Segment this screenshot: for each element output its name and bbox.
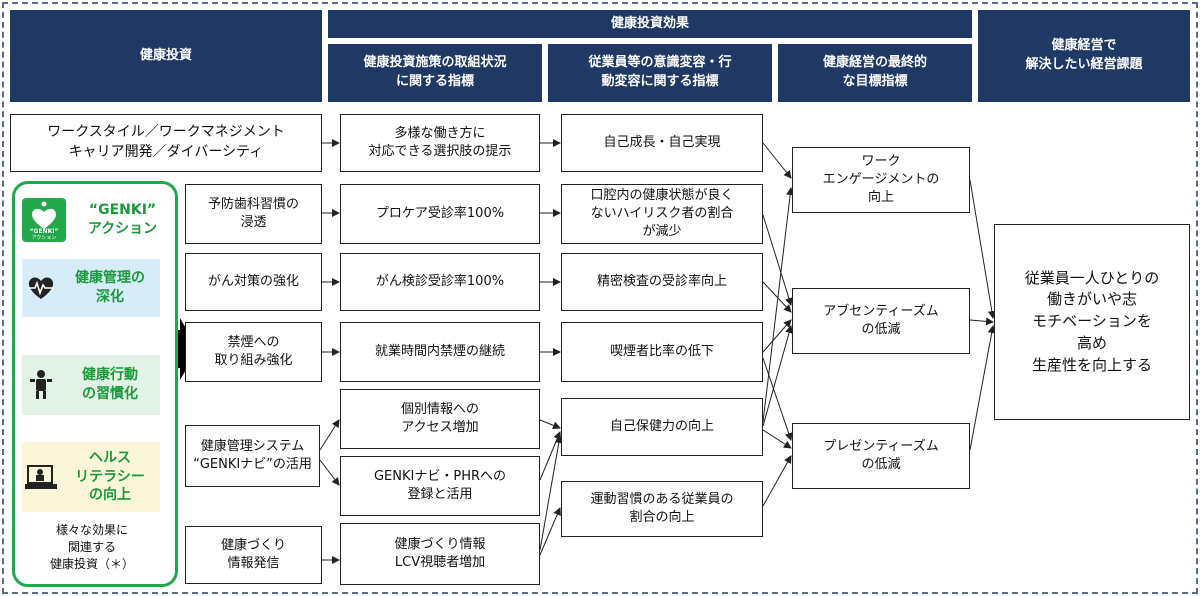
- box-info-access: 個別情報への アクセス増加: [340, 389, 540, 449]
- arrow-smokers-presenteeism: [762, 357, 793, 441]
- arrow-navi-access: [319, 419, 340, 451]
- arrow-lcv-selfcare: [539, 435, 563, 551]
- category-health-literacy-label: ヘルス リテラシー の向上: [75, 449, 145, 504]
- box-workstyle: ワークスタイル／ワークマネジメント キャリア開発／ダイバーシティ: [10, 114, 322, 172]
- box-self-growth: 自己成長・自己実現: [561, 114, 763, 172]
- box-exercise-habit: 運動習慣のある従業員の 割合の向上: [561, 481, 763, 537]
- header-business-issue: 健康経営で 解決したい経営課題: [978, 10, 1190, 102]
- box-presenteeism: プレゼンティーズム の低減: [792, 423, 970, 489]
- category-health-management: 健康管理の 深化: [22, 259, 160, 317]
- box-genki-navi: 健康管理システム “GENKIナビ”の活用: [185, 425, 320, 487]
- box-smoking: 禁煙への 取り組み強化: [185, 322, 322, 382]
- box-cancer: がん対策の強化: [185, 253, 322, 311]
- header-investment: 健康投資: [10, 10, 322, 102]
- box-oral-risk: 口腔内の健康状態が良く ないハイリスク者の割合 が減少: [561, 184, 763, 244]
- genki-logo-text: “GENKI”: [29, 228, 59, 235]
- header-awareness: 従業員等の意識変容・行 動変容に関する指標: [548, 44, 772, 102]
- arrow-presenteeism-goal: [969, 325, 996, 451]
- laptop-person-icon: [22, 462, 60, 492]
- box-phr-registration: GENKIナビ・PHRへの 登録と活用: [340, 456, 540, 516]
- box-detailed-exam: 精密検査の受診率向上: [561, 253, 763, 311]
- box-info-distribution: 健康づくり 情報発信: [185, 526, 322, 584]
- category-health-management-label: 健康管理の 深化: [75, 270, 145, 305]
- header-effects: 健康投資効果: [328, 10, 972, 38]
- arrow-navi-phr: [319, 459, 340, 486]
- arrow-growth-engagement: [762, 142, 792, 179]
- arrow-selfcare-engagement: [762, 187, 795, 423]
- arrow-lcv-exercise: [539, 507, 561, 556]
- arrow-selfcare-presenteeism: [762, 429, 792, 449]
- box-smoker-ratio: 喫煙者比率の低下: [561, 322, 763, 382]
- arrow-exercise-presenteeism: [762, 455, 792, 507]
- arrow-access-selfcare: [539, 419, 561, 430]
- category-health-literacy: ヘルス リテラシー の向上: [22, 442, 160, 512]
- box-work-engagement: ワーク エンゲージメントの 向上: [792, 147, 970, 213]
- heart-pulse-icon: [22, 275, 60, 301]
- box-screening-rate: がん検診受診率100%: [340, 253, 540, 311]
- arrow-smokers-absenteeism: [762, 319, 792, 353]
- box-no-smoking: 就業時間内禁煙の継続: [340, 322, 540, 382]
- arrow-engagement-goal: [969, 179, 996, 319]
- box-dental: 予防歯科習慣の 浸透: [185, 184, 322, 244]
- box-work-options: 多様な働き方に 対応できる選択肢の提示: [340, 114, 540, 172]
- category-health-habits-label: 健康行動 の習慣化: [82, 367, 138, 402]
- arrow-oral-absenteeism: [762, 214, 793, 306]
- header-initiatives: 健康投資施策の取組状況 に関する指標: [328, 44, 542, 102]
- arrow-selfcare-absenteeism: [762, 325, 793, 427]
- arrow-detailed-absenteeism: [762, 281, 792, 313]
- arrow-phr-selfcare: [539, 431, 561, 481]
- genki-logo: “GENKI” アクション: [22, 198, 66, 242]
- header-final-target: 健康経営の最終的 な目標指標: [778, 44, 972, 102]
- category-health-habits: 健康行動 の習慣化: [22, 355, 160, 415]
- genki-action-title: “GENKI” アクション: [87, 202, 158, 237]
- genki-logo-sub: アクション: [31, 235, 57, 241]
- arrow-absenteeism-goal: [969, 317, 994, 326]
- box-lcv-viewers: 健康づくり情報 LCV視聴者増加: [340, 523, 540, 585]
- box-self-health: 自己保健力の向上: [561, 398, 763, 456]
- box-procare-rate: プロケア受診率100%: [340, 184, 540, 244]
- box-management-goal: 従業員一人ひとりの 働きがいや志 モチベーションを 高め 生産性を向上する: [994, 224, 1190, 420]
- genki-heart-person-icon: [32, 201, 56, 229]
- various-effects-note: 様々な効果に 関連する 健康投資（＊）: [49, 523, 134, 571]
- person-exercise-icon: [22, 369, 60, 401]
- box-absenteeism: アブセンティーズム の低減: [792, 288, 970, 354]
